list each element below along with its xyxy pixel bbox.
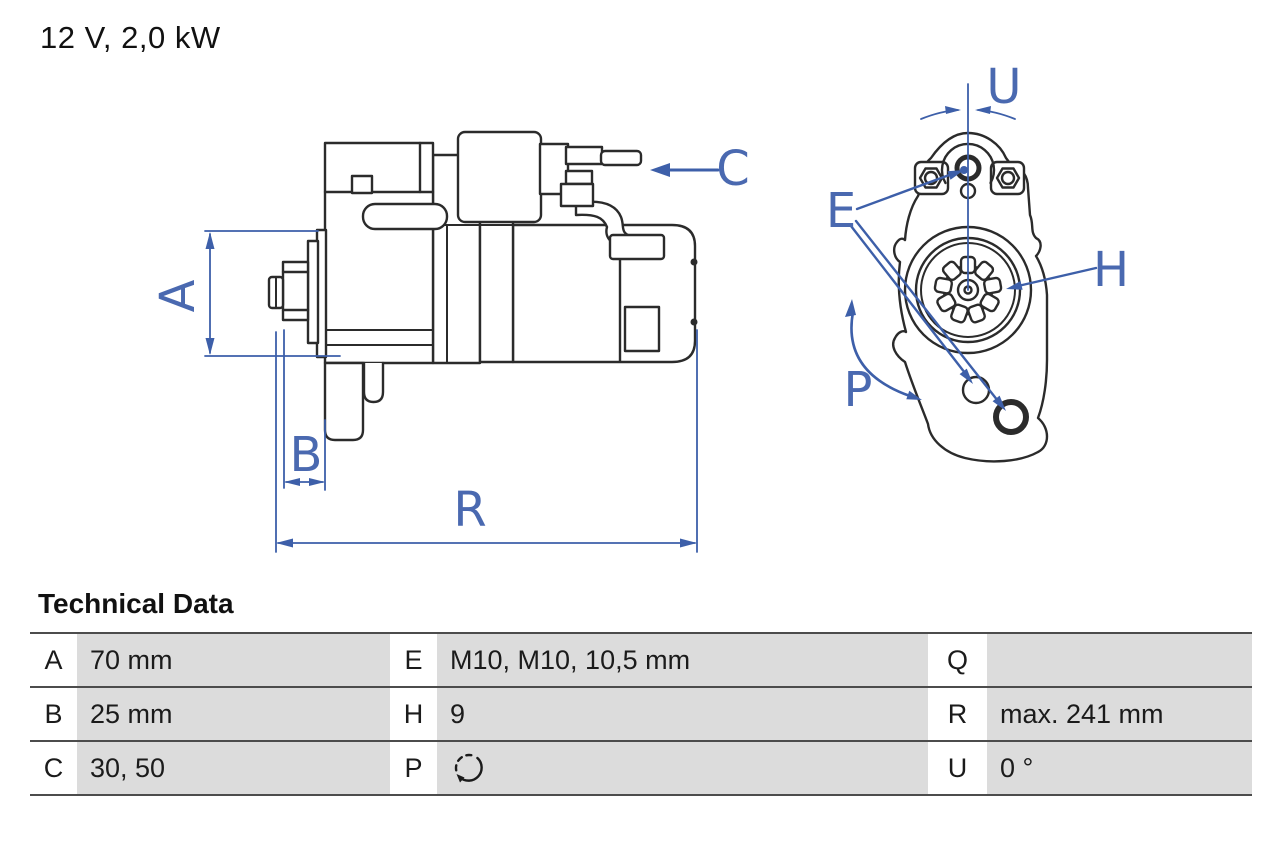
- param-value: 30, 50: [77, 742, 390, 794]
- gear-teeth: [933, 255, 1003, 324]
- lower-mount-hole: [961, 375, 991, 405]
- param-key: C: [30, 742, 77, 794]
- label-E: E: [826, 183, 856, 239]
- param-key: R: [928, 688, 987, 740]
- leader-H: [1016, 266, 1098, 288]
- param-value: 0 °: [987, 742, 1252, 794]
- label-P: P: [844, 362, 873, 418]
- param-value-with-icon: [437, 742, 928, 794]
- section-heading: Technical Data: [38, 588, 234, 619]
- param-key: H: [390, 688, 437, 740]
- rotation-arc-P: [850, 310, 912, 398]
- param-key: U: [928, 742, 987, 794]
- label-R: R: [453, 482, 486, 538]
- table-row: A 70 mm E M10, M10, 10,5 mm Q: [30, 632, 1252, 686]
- table-row: B 25 mm H 9 R max. 241 mm: [30, 686, 1252, 740]
- pinion-nut: [281, 260, 310, 322]
- technical-data-table: A 70 mm E M10, M10, 10,5 mm Q B 25 mm H …: [30, 632, 1252, 796]
- param-value: 25 mm: [77, 688, 390, 740]
- cable-clamp: [608, 233, 666, 261]
- label-C: C: [716, 141, 750, 197]
- rotation-direction-icon: [454, 753, 483, 783]
- leader-E1: [855, 172, 954, 211]
- param-key: E: [390, 634, 437, 686]
- label-H: H: [1093, 242, 1129, 298]
- annotation-letters: A B R C U E H P: [150, 59, 1129, 538]
- table-row: C 30, 50 P U 0 °: [30, 740, 1252, 794]
- lower-mount-bush: [993, 399, 1029, 435]
- solenoid: [456, 130, 543, 224]
- drive-end-bracket: [323, 141, 435, 365]
- page-title: 12 V, 2,0 kW: [40, 20, 221, 55]
- param-value: M10, M10, 10,5 mm: [437, 634, 928, 686]
- side-view-group: [267, 130, 698, 442]
- bracket-foot: [323, 361, 365, 442]
- label-B: B: [290, 427, 323, 483]
- mounting-lug: [623, 305, 661, 353]
- param-value: 9: [437, 688, 928, 740]
- label-U: U: [986, 59, 1021, 115]
- leader-E2: [849, 224, 967, 375]
- terminal-tab: [599, 149, 643, 167]
- label-A: A: [150, 279, 206, 312]
- dimension-annotations: [204, 83, 1098, 553]
- param-key: Q: [928, 634, 987, 686]
- param-value: 70 mm: [77, 634, 390, 686]
- param-value: max. 241 mm: [987, 688, 1252, 740]
- drain-stud: [362, 361, 385, 404]
- param-value: [987, 634, 1252, 686]
- motor-body: [511, 223, 697, 364]
- param-key: P: [390, 742, 437, 794]
- param-key: B: [30, 688, 77, 740]
- leader-E3: [854, 219, 1000, 403]
- param-key: A: [30, 634, 77, 686]
